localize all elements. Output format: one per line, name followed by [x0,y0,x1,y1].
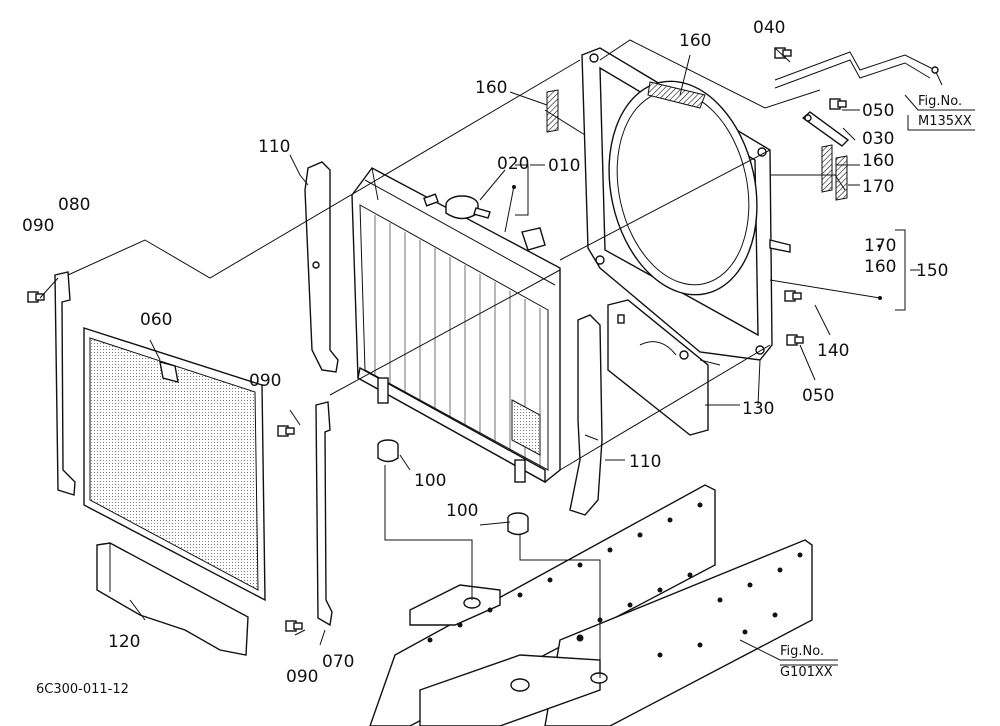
bolt-050-bottom [786,334,804,346]
side-bracket-left [304,161,339,373]
fan-shroud [581,47,791,361]
callout-150: 150 [916,261,948,281]
callout-070: 070 [322,652,354,672]
side-rod-left [54,271,76,496]
callout-020: 020 [497,154,529,174]
callout-160-top: 160 [679,31,711,51]
bolt-140 [784,290,802,302]
callout-110-right: 110 [629,452,661,472]
fig-ref-bottom-line1: Fig.No. [780,644,824,659]
lower-baffle [96,542,249,656]
bolt-050-top [829,98,847,110]
fig-ref-top-line2: M135XX [918,114,972,129]
radiator-cap [445,195,491,220]
callout-130: 130 [742,399,774,419]
cushion-100-left [377,439,399,463]
callout-160-topleft: 160 [475,78,507,98]
seal-160 [546,89,833,193]
callout-170-right: 170 [862,177,894,197]
bracket-m135 [774,51,943,89]
callout-160-right: 160 [862,151,894,171]
cushion-100-right [507,512,529,536]
fig-ref-bottom-line2: G101XX [780,665,833,680]
fig-ref-top-line1: Fig.No. [918,94,962,109]
callout-100-right: 100 [446,501,478,521]
callout-010: 010 [548,156,580,176]
bolt-040 [774,47,792,59]
callout-090-mid: 090 [249,371,281,391]
frame-holes [427,502,803,658]
stay-030 [801,111,850,147]
bolt-090-bottom [285,620,303,632]
callout-080: 080 [58,195,90,215]
reference-dots [512,185,882,300]
seal-170 [835,155,848,201]
callout-050-bottom: 050 [802,386,834,406]
bolt-090-mid [277,425,295,437]
callout-170-group: 170 [864,236,896,256]
callout-060: 060 [140,310,172,330]
lower-shroud-plate [607,299,709,436]
callout-090-bottom: 090 [286,667,318,687]
callout-120: 120 [108,632,140,652]
callout-090-left: 090 [22,216,54,236]
side-bracket-right [569,314,603,516]
bolt-090-left [27,291,45,303]
side-rod-right [315,401,333,627]
chassis-frame [369,484,813,726]
callout-030: 030 [862,129,894,149]
callout-040: 040 [753,18,785,38]
callout-160-group: 160 [864,257,896,277]
callout-110-left: 110 [258,137,290,157]
callout-100-left: 100 [414,471,446,491]
drawing-code: 6C300-011-12 [36,682,129,697]
leader-lines [39,39,975,678]
callout-140: 140 [817,341,849,361]
radiator-screen [83,327,266,602]
callout-050-top: 050 [862,101,894,121]
cap-label-plate [423,193,439,207]
